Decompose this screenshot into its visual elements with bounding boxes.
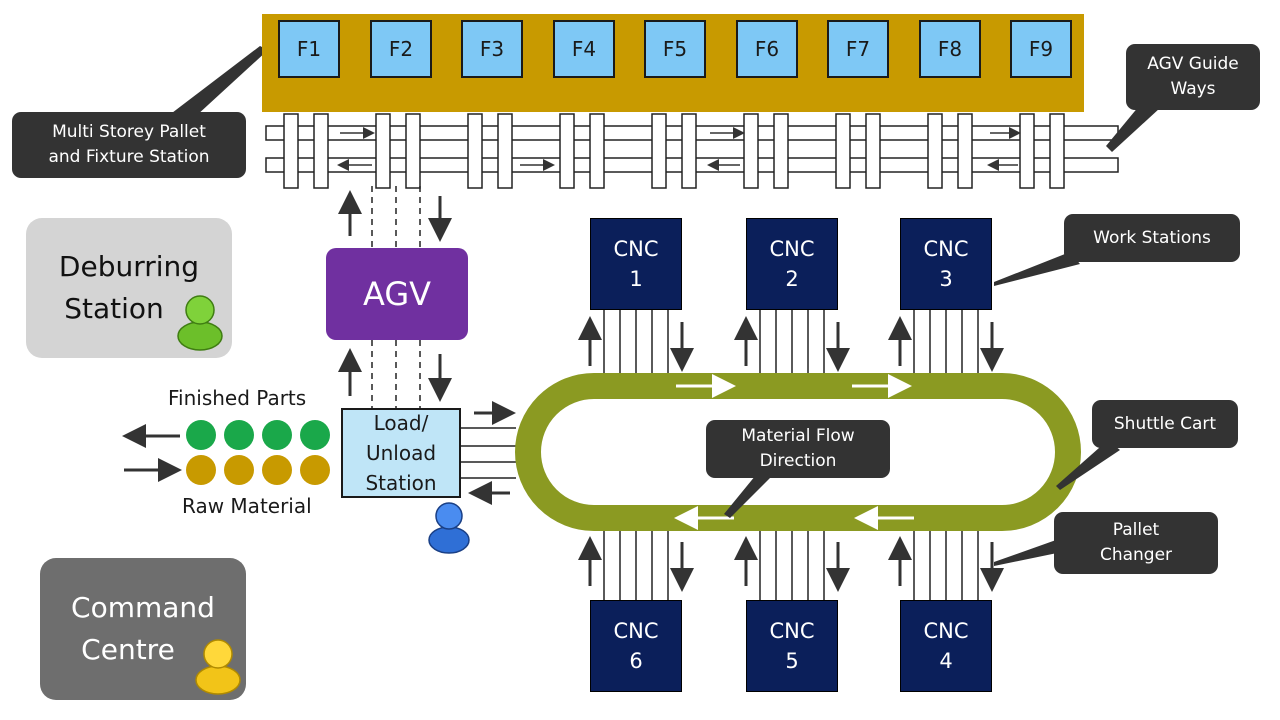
finished-part — [186, 420, 216, 450]
callout-work-stations: Work Stations — [1064, 214, 1240, 262]
raw-material-part — [186, 455, 216, 485]
deburring-line2: Station — [64, 292, 164, 325]
yellow-person-icon — [195, 639, 241, 695]
fixture-slot[interactable]: F7 — [827, 20, 889, 78]
bottom-pallet-arrows — [578, 536, 1004, 592]
callout-pallet-changer: Pallet Changer — [1054, 512, 1218, 574]
fixture-slot[interactable]: F3 — [461, 20, 523, 78]
load-line1: Load/ — [373, 411, 429, 435]
finished-parts-label: Finished Parts — [168, 386, 307, 410]
raw-material-part — [300, 455, 330, 485]
cnc-number: 5 — [785, 649, 799, 673]
top-pallet-tracks — [603, 310, 979, 376]
cnc-number: 2 — [785, 267, 799, 291]
load-station-arrows — [468, 401, 516, 505]
callout-pallet-changer-text: Pallet Changer — [1099, 520, 1173, 565]
load-unload-station[interactable]: Load/ Unload Station — [341, 408, 461, 498]
raw-material-part — [224, 455, 254, 485]
cnc-label: CNC — [613, 619, 659, 643]
blue-person-icon — [428, 502, 470, 554]
fixture-slot[interactable]: F4 — [553, 20, 615, 78]
cnc-label: CNC — [923, 619, 969, 643]
parts-arrows — [122, 424, 182, 482]
agv-label: AGV — [362, 275, 431, 313]
cnc-machine-2[interactable]: CNC 2 — [746, 218, 838, 310]
guide-way-posts — [283, 113, 1065, 189]
green-person-icon — [177, 295, 223, 351]
callout-shuttle-cart-text: Shuttle Cart — [1113, 413, 1217, 434]
top-pallet-arrows — [578, 316, 1004, 372]
callout-pointers — [168, 46, 1160, 566]
shuttle-flow-arrows — [674, 374, 914, 530]
cnc-machine-4[interactable]: CNC 4 — [900, 600, 992, 692]
agv-arrows — [338, 190, 452, 402]
fixture-slot[interactable]: F2 — [370, 20, 432, 78]
load-station-links — [461, 427, 516, 479]
fixture-slot[interactable]: F6 — [736, 20, 798, 78]
callout-pallet-station-text: Multi Storey Pallet and Fixture Station — [48, 122, 210, 167]
raw-material-part — [262, 455, 292, 485]
fixture-slot[interactable]: F1 — [278, 20, 340, 78]
cnc-machine-5[interactable]: CNC 5 — [746, 600, 838, 692]
load-line3: Station — [365, 471, 437, 495]
callout-pallet-station: Multi Storey Pallet and Fixture Station — [12, 112, 246, 178]
agv-path — [371, 186, 421, 408]
callout-work-stations-text: Work Stations — [1093, 227, 1211, 248]
fixture-slot[interactable]: F8 — [919, 20, 981, 78]
fixture-slot[interactable]: F5 — [644, 20, 706, 78]
cnc-number: 1 — [629, 267, 643, 291]
command-line1: Command — [71, 591, 215, 624]
bottom-pallet-tracks — [603, 530, 979, 600]
callout-shuttle-cart: Shuttle Cart — [1092, 400, 1238, 448]
finished-part — [262, 420, 292, 450]
callout-material-flow-text: Material Flow Direction — [741, 426, 855, 471]
deburring-line1: Deburring — [58, 250, 200, 283]
command-centre[interactable]: Command Centre — [40, 558, 246, 700]
raw-material-label: Raw Material — [182, 494, 312, 518]
fixture-slot[interactable]: F9 — [1010, 20, 1072, 78]
finished-part — [300, 420, 330, 450]
callout-material-flow: Material Flow Direction — [706, 420, 890, 478]
cnc-label: CNC — [769, 237, 815, 261]
cnc-label: CNC — [613, 237, 659, 261]
cnc-label: CNC — [923, 237, 969, 261]
command-line2: Centre — [81, 633, 175, 666]
shuttle-cart-loop — [515, 373, 1081, 531]
load-line2: Unload — [365, 441, 437, 465]
agv-vehicle[interactable]: AGV — [326, 248, 468, 340]
cnc-number: 4 — [939, 649, 953, 673]
cnc-number: 6 — [629, 649, 643, 673]
finished-part — [224, 420, 254, 450]
callout-guide-ways-text: AGV Guide Ways — [1147, 54, 1239, 99]
cnc-machine-6[interactable]: CNC 6 — [590, 600, 682, 692]
cnc-label: CNC — [769, 619, 815, 643]
callout-guide-ways: AGV Guide Ways — [1126, 44, 1260, 110]
cnc-machine-1[interactable]: CNC 1 — [590, 218, 682, 310]
guide-way-arrows — [337, 127, 1021, 171]
cnc-machine-3[interactable]: CNC 3 — [900, 218, 992, 310]
cnc-number: 3 — [939, 267, 953, 291]
